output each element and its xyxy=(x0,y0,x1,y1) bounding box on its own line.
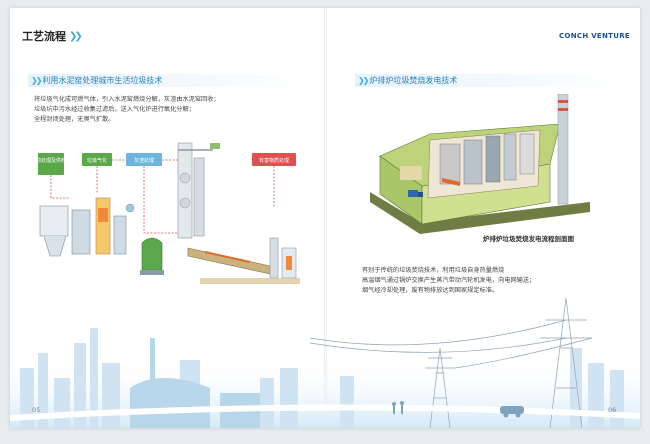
diagram-label-ash: 灰渣处理 xyxy=(126,153,162,166)
car-icon xyxy=(500,406,524,418)
double-chevron-icon: ❯❯ xyxy=(31,76,42,85)
left-section-bar: ❯❯ 利用水泥窑处理城市生活垃圾技术 xyxy=(28,74,314,87)
diagram-label-gasification: 垃圾气化 xyxy=(82,153,112,166)
page-number-right: 06 xyxy=(608,406,617,414)
left-paragraph: 将垃圾气化成可燃气体，引入水泥窑燃烧分解，灰渣由水泥窑回收； 垃圾坑中污水经过收… xyxy=(34,95,220,126)
svg-text:有害物质处理: 有害物质处理 xyxy=(259,157,289,164)
diagram-label-hazardous: 有害物质处理 xyxy=(252,153,296,166)
svg-text:前处理及供料: 前处理及供料 xyxy=(36,157,66,164)
right-section-bar: ❯❯ 炉排炉垃圾焚烧发电技术 xyxy=(355,74,625,87)
power-towers xyxy=(309,298,593,428)
flow-connectors xyxy=(50,159,275,234)
right-paragraph-line: 烟气经冷却处理，废有物排放达到国家规定标准。 xyxy=(362,287,499,295)
city-skyline-illustration xyxy=(10,298,640,428)
double-chevron-icon: ❯❯ xyxy=(358,76,369,85)
page-number-left: 05 xyxy=(32,406,41,414)
right-paragraph-line: 有别于传统的垃圾焚烧技术，利用垃圾自身热量燃烧 xyxy=(362,267,505,274)
svg-text:垃圾气化: 垃圾气化 xyxy=(87,157,107,164)
gasification-process-diagram: 前处理及供料 垃圾气化 灰渣处理 有害物质处理 xyxy=(36,142,300,284)
double-chevron-icon: ❯❯ xyxy=(69,30,83,42)
people-icon xyxy=(392,401,404,414)
kiln-preheater-tower xyxy=(177,142,220,239)
company-logo: CONCH VENTURE xyxy=(559,32,630,40)
left-paragraph-line: 全程封闭处理，无臭气扩散。 xyxy=(34,116,115,124)
photo-caption: 炉排炉垃圾焚烧发电流程剖面图 xyxy=(483,235,574,243)
incineration-plant-cutaway xyxy=(370,94,590,234)
svg-text:灰渣处理: 灰渣处理 xyxy=(134,157,154,164)
page-gutter xyxy=(324,8,327,428)
right-paragraph: 有别于传统的垃圾焚烧技术，利用垃圾自身热量燃烧 高温烟气通过锅炉交换产生蒸汽带动… xyxy=(362,266,535,297)
right-paragraph-line: 高温烟气通过锅炉交换产生蒸汽带动汽轮机发电，向电网输送； xyxy=(362,277,536,285)
diagram-label-pretreatment: 前处理及供料 xyxy=(36,153,66,175)
left-section-title: 利用水泥窑处理城市生活垃圾技术 xyxy=(42,76,163,85)
rotary-kiln xyxy=(187,237,300,284)
left-paragraph-line: 垃圾坑中污水经过收集过滤后，送入气化炉进行氧化分解； xyxy=(34,106,195,114)
page-title: 工艺流程 ❯❯ xyxy=(22,28,83,44)
right-section-title: 炉排炉垃圾焚烧发电技术 xyxy=(369,76,458,85)
induced-draft-fan xyxy=(140,237,164,275)
gasifier-equipment xyxy=(39,197,135,257)
brochure-spread: 工艺流程 ❯❯ CONCH VENTURE ❯❯ 利用水泥窑处理城市生活垃圾技术… xyxy=(10,8,640,428)
page-title-text: 工艺流程 xyxy=(22,30,66,43)
left-paragraph-line: 将垃圾气化成可燃气体，引入水泥窑燃烧分解，灰渣由水泥窑回收； xyxy=(34,96,220,103)
